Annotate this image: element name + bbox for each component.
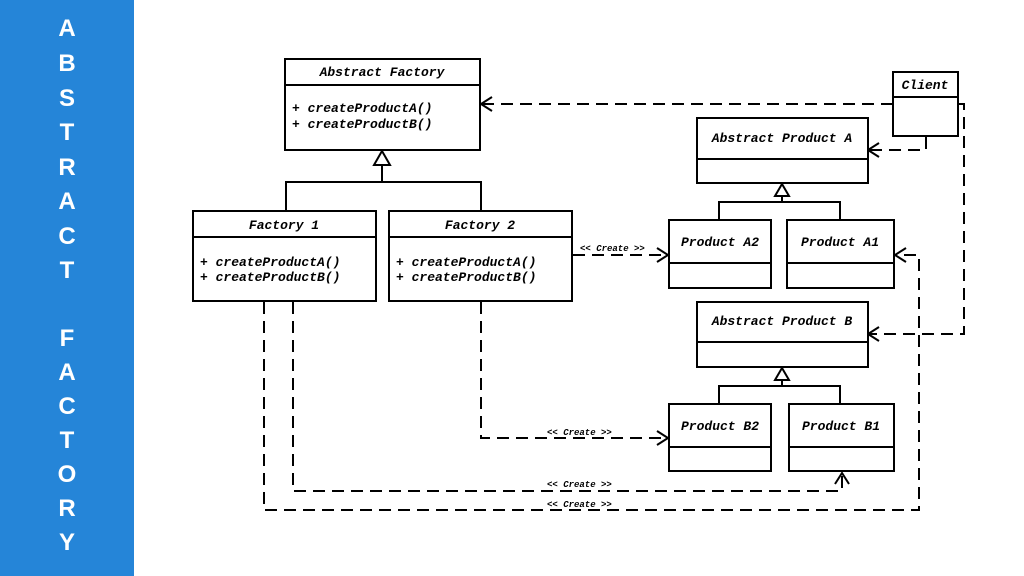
inheritance-triangle-icon: [773, 366, 791, 381]
client-to-abstract-product-a-line: [869, 137, 927, 151]
factory1-to-product-a1-line: [263, 254, 920, 511]
inheritance-line: [718, 196, 841, 220]
product-b1-title: Product B1: [802, 419, 880, 434]
create-label: << Create >>: [547, 500, 612, 510]
sidebar-letter: C: [58, 223, 76, 250]
factory-inheritance: [285, 148, 482, 211]
sidebar-letter: O: [57, 461, 77, 488]
factory1-method: + createProductB(): [200, 270, 340, 285]
product-a1-title: Product A1: [801, 235, 879, 250]
sidebar-letter: T: [59, 257, 75, 284]
product-b-inheritance: [718, 366, 841, 404]
sidebar-letter: T: [59, 427, 75, 454]
sidebar-letter: A: [58, 15, 76, 42]
inheritance-line: [718, 380, 841, 404]
sidebar-letter: C: [58, 393, 76, 420]
arrow-head-icon: [834, 471, 850, 485]
sidebar: A B S T R A C T F A C T O R Y: [0, 0, 134, 576]
sidebar-letter: T: [59, 119, 75, 146]
abstract-product-a-title: Abstract Product A: [711, 131, 853, 146]
sidebar-letter: B: [58, 50, 76, 77]
inheritance-triangle-icon: [773, 182, 791, 197]
sidebar-letter: A: [58, 359, 76, 386]
sidebar-letter: R: [58, 154, 76, 181]
product-a2-title: Product A2: [681, 235, 759, 250]
create-labels: << Create >> << Create >> << Create >> <…: [547, 244, 645, 510]
factory2-class: Factory 2 + createProductA() + createPro…: [388, 210, 573, 302]
abstract-product-b-class: Abstract Product B: [696, 301, 869, 368]
abstract-factory-method: + createProductA(): [292, 101, 432, 116]
client-to-abstract-product-b-line: [869, 103, 965, 335]
create-label: << Create >>: [547, 428, 612, 438]
product-b1-class: Product B1: [788, 403, 895, 472]
sidebar-letter: F: [59, 325, 75, 352]
product-b2-title: Product B2: [681, 419, 759, 434]
client-title: Client: [902, 78, 949, 93]
factory2-to-product-b2-line: [480, 302, 667, 439]
abstract-factory-title: Abstract Factory: [319, 65, 446, 80]
abstract-product-b-title: Abstract Product B: [711, 314, 853, 329]
client-class: Client: [892, 71, 959, 137]
factory2-method: + createProductA(): [396, 255, 536, 270]
create-label: << Create >>: [580, 244, 645, 254]
sidebar-letter: A: [58, 188, 76, 215]
factory1-class: Factory 1 + createProductA() + createPro…: [192, 210, 377, 302]
abstract-product-a-class: Abstract Product A: [696, 117, 869, 184]
sidebar-letter: Y: [58, 529, 75, 556]
product-b2-class: Product B2: [668, 403, 772, 472]
sidebar-letter: S: [58, 85, 75, 112]
factory1-method: + createProductA(): [200, 255, 340, 270]
factory2-method: + createProductB(): [396, 270, 536, 285]
product-a2-class: Product A2: [668, 219, 772, 289]
factory1-title: Factory 1: [249, 218, 319, 233]
inheritance-line: [285, 165, 482, 211]
dependency-lines: [263, 96, 965, 511]
abstract-factory-method: + createProductB(): [292, 117, 432, 132]
product-a-inheritance: [718, 182, 841, 220]
factory1-to-product-b1-line: [292, 302, 843, 492]
factory2-title: Factory 2: [445, 218, 515, 233]
create-label: << Create >>: [547, 480, 612, 490]
abstract-factory-class: Abstract Factory + createProductA() + cr…: [284, 58, 481, 151]
product-a1-class: Product A1: [786, 219, 895, 289]
sidebar-letter: R: [58, 495, 76, 522]
inheritance-triangle-icon: [372, 148, 392, 166]
